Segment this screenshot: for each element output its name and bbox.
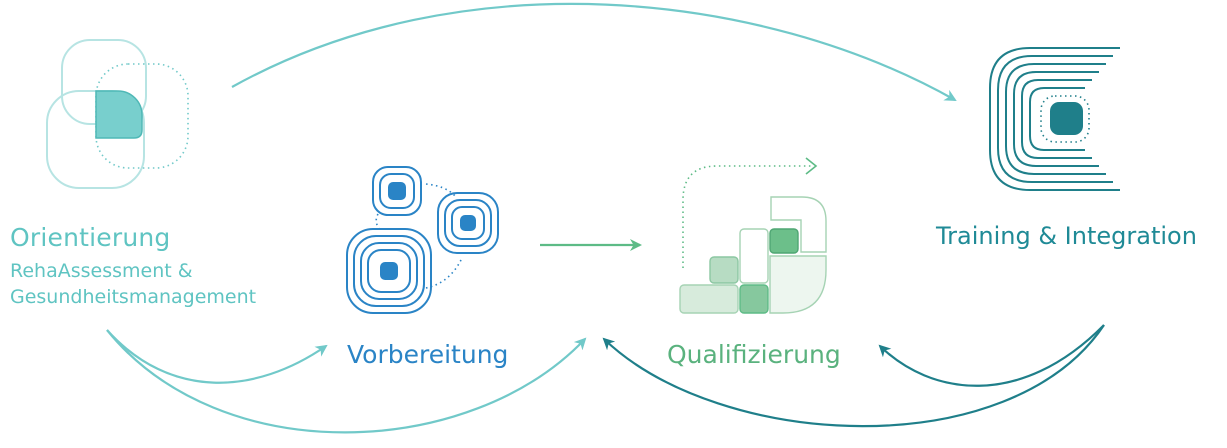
stacked-blocks-growth-icon <box>679 157 827 314</box>
arrow-training-loop-back <box>878 324 1105 387</box>
arrow-orientation-to-qualifizierung <box>106 329 587 434</box>
orientation-title: Orientierung <box>10 223 171 252</box>
concentric-c-track-icon <box>989 47 1120 191</box>
arrow-orientation-to-vorbereitung <box>106 329 328 384</box>
arrow-orientation-to-training <box>231 2 957 101</box>
orientation-subtitle-line2: Gesundheitsmanagement <box>10 286 257 308</box>
qualifizierung-title: Qualifizierung <box>667 340 841 369</box>
training-title: Training & Integration <box>936 222 1197 250</box>
orientation-subtitle-line1: RehaAssessment & <box>10 260 193 282</box>
arrow-training-to-qualifizierung <box>602 324 1105 428</box>
vorbereitung-title: Vorbereitung <box>347 340 509 369</box>
overlapping-rounded-squares-icon <box>46 39 189 189</box>
concentric-rounded-squares-network-icon <box>346 166 499 314</box>
